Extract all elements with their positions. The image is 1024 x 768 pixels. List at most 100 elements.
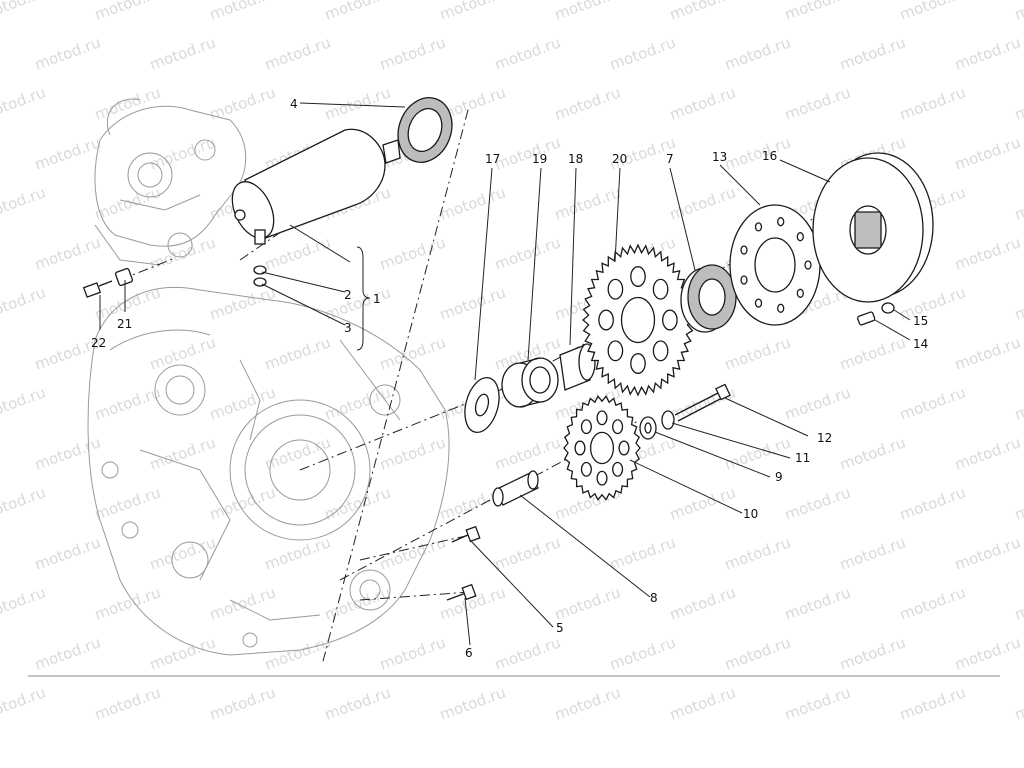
watermark-text: motod.ru (552, 0, 623, 24)
watermark-text: motod.ru (437, 0, 508, 24)
gear-lightening-hole (630, 353, 646, 374)
gear-lightening-hole (596, 470, 608, 486)
washer-11 (661, 410, 675, 430)
callout-5: 5 (556, 621, 564, 635)
callout-18: 18 (568, 152, 583, 166)
gear-lightening-hole (652, 278, 669, 300)
watermark-text: motod.ru (952, 133, 1023, 173)
gear-lightening-hole (612, 419, 624, 435)
gear-lightening-hole (607, 340, 624, 362)
watermark-text: motod.ru (1012, 683, 1024, 723)
gear-lightening-hole (630, 266, 646, 287)
spacer-21 (114, 267, 134, 287)
gear-lightening-hole (662, 309, 678, 331)
watermark-text: motod.ru (492, 633, 563, 673)
watermark-text: motod.ru (322, 683, 393, 723)
watermark-text: motod.ru (262, 33, 333, 73)
watermark-text: motod.ru (92, 0, 163, 24)
callout-15: 15 (913, 314, 928, 328)
callout-3: 3 (344, 321, 352, 335)
callout-9: 9 (775, 470, 783, 484)
watermark-text: motod.ru (377, 333, 448, 373)
watermark-text: motod.ru (607, 633, 678, 673)
watermark-text: motod.ru (147, 433, 218, 473)
gear-lightening-hole (598, 309, 614, 331)
watermark-text: motod.ru (322, 83, 393, 123)
plate-bolt-hole (740, 245, 748, 255)
idler-gear-10[interactable] (563, 395, 641, 501)
callout-13: 13 (712, 150, 727, 164)
watermark-text: motod.ru (377, 633, 448, 673)
bushing-18 (559, 343, 596, 391)
watermark-text: motod.ru (952, 233, 1023, 273)
watermark-text: motod.ru (207, 0, 278, 24)
plate-bolt-hole (754, 222, 763, 232)
plate-bolt-hole (804, 260, 812, 270)
watermark-text: motod.ru (147, 633, 218, 673)
idler-gear-20[interactable] (582, 243, 694, 397)
watermark-text: motod.ru (262, 433, 333, 473)
shim-17 (464, 376, 500, 434)
callout-12: 12 (817, 431, 832, 445)
flywheel-16 (812, 152, 934, 303)
watermark-text: motod.ru (782, 583, 853, 623)
plate-bolt-hole (796, 232, 804, 242)
gear-hub (589, 431, 615, 465)
gear-lightening-hole (607, 278, 624, 300)
watermark-text: motod.ru (1012, 383, 1024, 423)
watermark-text: motod.ru (92, 83, 163, 123)
watermark-text: motod.ru (147, 533, 218, 573)
watermark-text: motod.ru (492, 133, 563, 173)
stud-14 (857, 311, 876, 326)
watermark-text: motod.ru (492, 233, 563, 273)
watermark-text: motod.ru (952, 33, 1023, 73)
watermark-text: motod.ru (92, 383, 163, 423)
watermark-text: motod.ru (667, 683, 738, 723)
watermark-text: motod.ru (607, 33, 678, 73)
gear-lightening-hole (618, 440, 630, 456)
leader-lines (99, 102, 911, 646)
watermark-text: motod.ru (1012, 0, 1024, 24)
o-ring-gasket (397, 97, 453, 163)
watermark-text: motod.ru (897, 683, 968, 723)
watermark-text: motod.ru (897, 583, 968, 623)
watermark-text: motod.ru (322, 483, 393, 523)
watermark-text: motod.ru (207, 483, 278, 523)
bolt-22 (82, 280, 113, 298)
callout-17: 17 (485, 152, 500, 166)
watermark-text: motod.ru (782, 683, 853, 723)
watermark-text: motod.ru (147, 333, 218, 373)
callout-16: 16 (762, 149, 777, 163)
watermark-text: motod.ru (722, 633, 793, 673)
watermark-text: motod.ru (1012, 283, 1024, 323)
watermark-text: motod.ru (722, 533, 793, 573)
watermark-text: motod.ru (952, 433, 1023, 473)
washer-9 (639, 416, 657, 440)
watermark-text: motod.ru (667, 183, 738, 223)
watermark-layer: motod.ru motod.ru motod.ru motod.ru motod.ru… (0, 0, 1024, 724)
nut-15 (881, 302, 895, 314)
crankcase-main-outline (87, 286, 450, 656)
watermark-text: motod.ru (952, 633, 1023, 673)
gear-lightening-hole (574, 440, 586, 456)
gear-lightening-hole (652, 340, 669, 362)
watermark-text: motod.ru (492, 33, 563, 73)
freewheel-hub-7 (680, 264, 737, 333)
watermark-text: motod.ru (667, 0, 738, 24)
watermark-text: motod.ru (897, 0, 968, 24)
watermark-text: motod.ru (897, 283, 968, 323)
gear-hub (620, 296, 656, 344)
watermark-text: motod.ru (32, 233, 103, 273)
starter-washers (253, 265, 267, 287)
watermark-text: motod.ru (437, 283, 508, 323)
watermark-text: motod.ru (207, 583, 278, 623)
watermark-text: motod.ru (32, 33, 103, 73)
watermark-text: motod.ru (322, 583, 393, 623)
watermark-text: motod.ru (722, 133, 793, 173)
starter-motor (231, 128, 401, 245)
watermark-text: motod.ru (952, 533, 1023, 573)
watermark-text: motod.ru (722, 433, 793, 473)
watermark-text: motod.ru (262, 533, 333, 573)
watermark-text: motod.ru (207, 83, 278, 123)
watermark-text: motod.ru (0, 0, 48, 24)
